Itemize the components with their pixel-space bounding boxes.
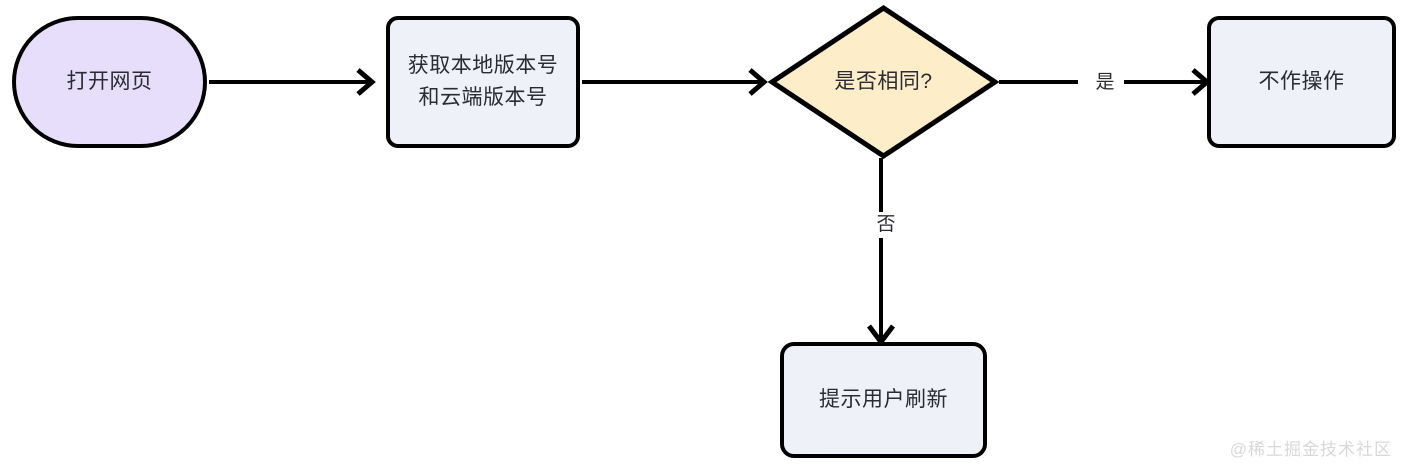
node-start-shape[interactable]: [12, 16, 207, 148]
watermark-text: @稀土掘金技术社区: [1229, 440, 1392, 459]
edge-get-versions-to-decision: [582, 68, 768, 96]
edge-label-yes: 是: [1086, 70, 1124, 96]
node-prompt-refresh-shape[interactable]: [780, 342, 987, 458]
node-get-versions-shape[interactable]: [386, 16, 580, 148]
node-no-op-shape[interactable]: [1207, 16, 1396, 148]
edge-decision-to-prompt-refresh: [867, 158, 895, 347]
node-decision-same-shape[interactable]: [767, 4, 1000, 160]
edge-decision-to-no-op: [999, 68, 1211, 96]
edge-start-to-get-versions: [209, 68, 376, 96]
edge-label-no: 否: [866, 212, 906, 238]
